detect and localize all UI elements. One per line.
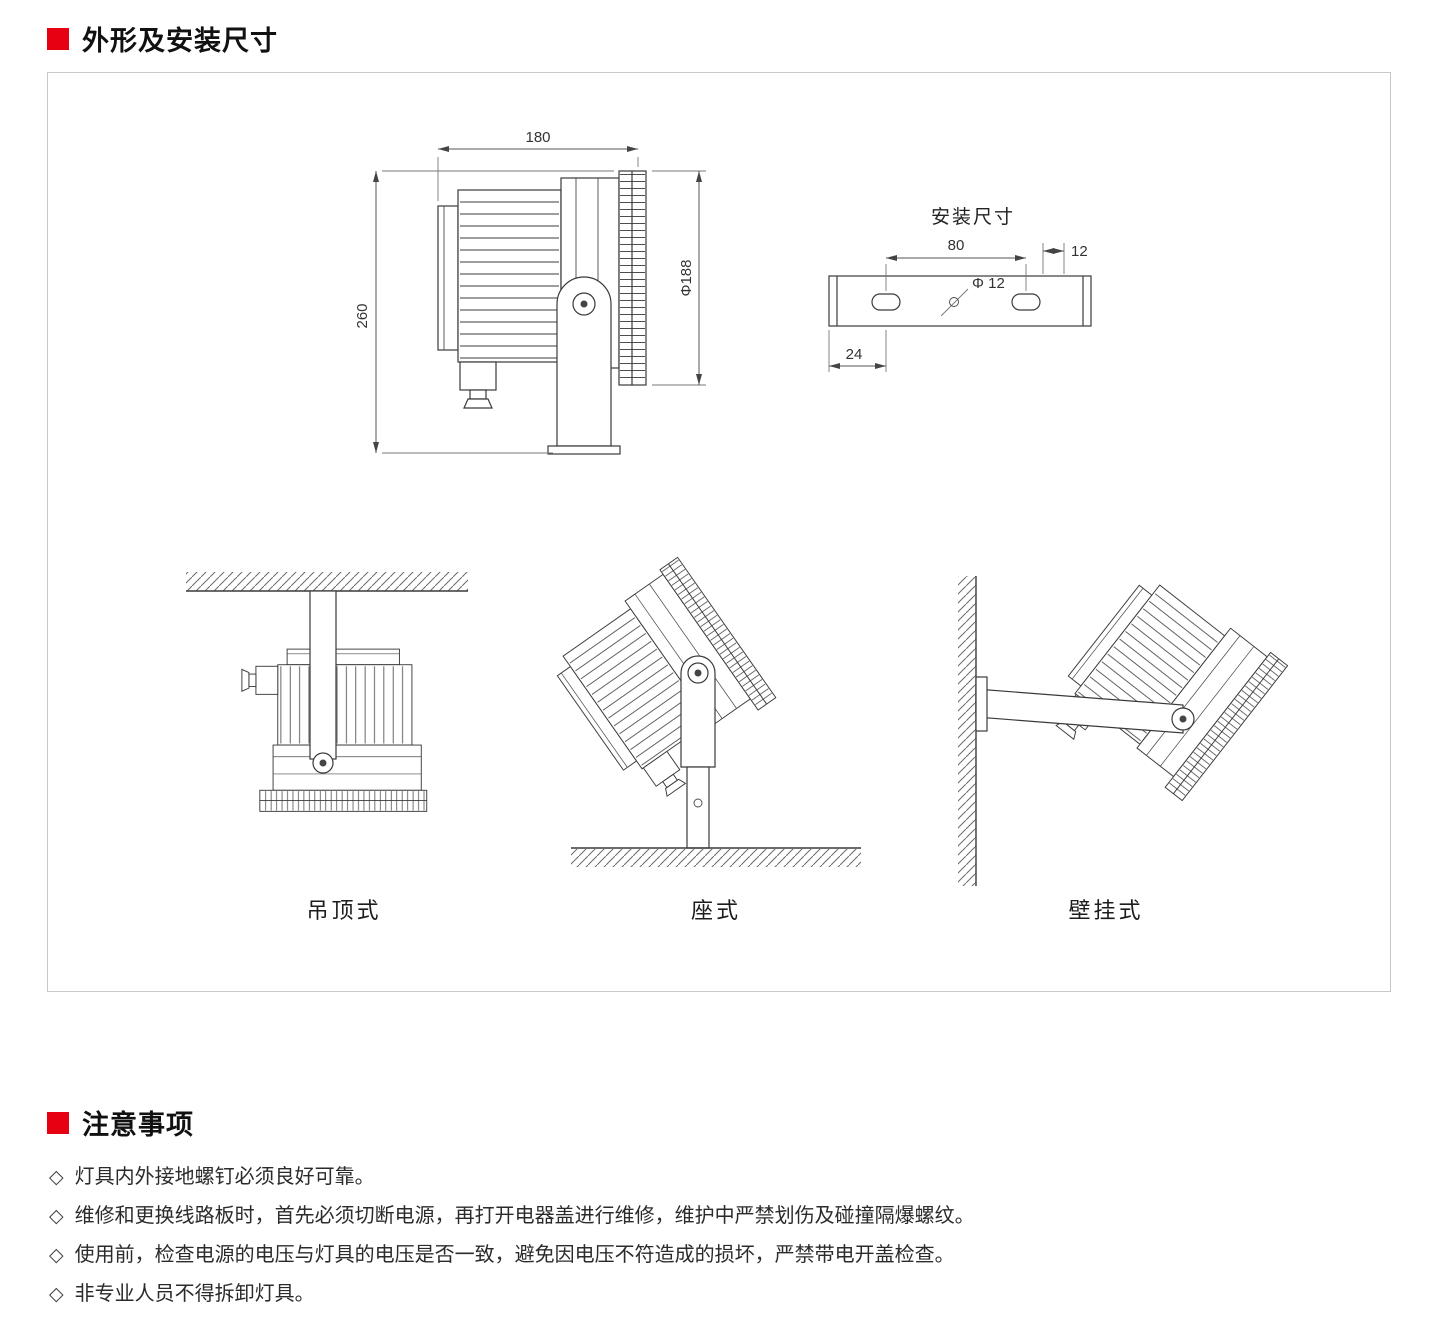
- dim-edge-offset: 12: [1042, 243, 1088, 274]
- ground-hatch: [571, 849, 861, 867]
- mount-label-base: 座式: [691, 898, 741, 923]
- mount-label-wall: 壁挂式: [1068, 898, 1143, 923]
- diamond-bullet: ◇: [49, 1245, 64, 1266]
- dim-side-offset-label: 24: [846, 346, 863, 363]
- dim-diameter: Φ188: [652, 170, 706, 386]
- note-text: 维修和更换线路板时，首先必须切断电源，再打开电器盖进行维修，维护中严禁划伤及碰撞…: [74, 1205, 975, 1227]
- dim-diameter-label: Φ188: [678, 260, 695, 297]
- red-square-bullet: [47, 1111, 69, 1134]
- dim-hole-spacing-label: 80: [948, 237, 965, 254]
- diamond-bullet: ◇: [49, 1206, 64, 1227]
- mount-slot-left: [871, 293, 901, 311]
- mount-label-ceiling: 吊顶式: [306, 898, 381, 923]
- mount-slot-right: [1011, 293, 1041, 311]
- hole-diameter-callout: Φ 12: [940, 275, 1005, 317]
- note-item: ◇ 使用前，检查电源的电压与灯具的电压是否一致，避免因电压不符造成的损坏，严禁带…: [49, 1243, 1409, 1268]
- dim-width: 180: [437, 129, 639, 201]
- dim-hole-spacing: 80: [885, 237, 1027, 291]
- note-text: 灯具内外接地螺钉必须良好可靠。: [74, 1166, 375, 1188]
- notes-list: ◇ 灯具内外接地螺钉必须良好可靠。 ◇ 维修和更换线路板时，首先必须切断电源，再…: [49, 1165, 1409, 1321]
- dim-edge-offset-label: 12: [1071, 243, 1088, 260]
- red-square-bullet: [47, 27, 69, 50]
- note-item: ◇ 灯具内外接地螺钉必须良好可靠。: [49, 1165, 1409, 1190]
- dim-width-label: 180: [525, 129, 550, 146]
- dim-height: 260: [354, 170, 614, 454]
- section-header-dimensions: 外形及安装尺寸: [47, 19, 278, 58]
- dim-height-label: 260: [354, 303, 371, 328]
- ceiling-hatch: [186, 572, 468, 591]
- section-title-dimensions: 外形及安装尺寸: [82, 26, 278, 56]
- drawings-panel: 180 260 Φ188 安装尺寸: [47, 72, 1391, 992]
- diamond-bullet: ◇: [49, 1284, 64, 1305]
- note-item: ◇ 非专业人员不得拆卸灯具。: [49, 1282, 1409, 1307]
- wall-mount-drawing: 壁挂式: [958, 562, 1289, 923]
- side-view-drawing: 180 260 Φ188: [354, 129, 706, 455]
- diamond-bullet: ◇: [49, 1167, 64, 1188]
- dim-side-offset: 24: [828, 330, 887, 372]
- installation-drawing: 安装尺寸 80 12 Φ 12: [828, 206, 1092, 372]
- section-title-notes: 注意事项: [82, 1110, 194, 1140]
- wall-hatch: [958, 576, 976, 886]
- note-text: 非专业人员不得拆卸灯具。: [74, 1283, 315, 1305]
- install-title: 安装尺寸: [931, 206, 1015, 228]
- note-text: 使用前，检查电源的电压与灯具的电压是否一致，避免因电压不符造成的损坏，严禁带电开…: [74, 1244, 955, 1266]
- ceiling-mount-drawing: 吊顶式: [186, 572, 468, 923]
- dimension-drawings-figure: 180 260 Φ188 安装尺寸: [186, 129, 1289, 923]
- note-item: ◇ 维修和更换线路板时，首先必须切断电源，再打开电器盖进行维修，维护中严禁划伤及…: [49, 1204, 1409, 1229]
- section-header-notes: 注意事项: [47, 1103, 194, 1142]
- base-mount-drawing: 座式: [540, 556, 861, 923]
- hole-diameter-label: Φ 12: [972, 275, 1005, 292]
